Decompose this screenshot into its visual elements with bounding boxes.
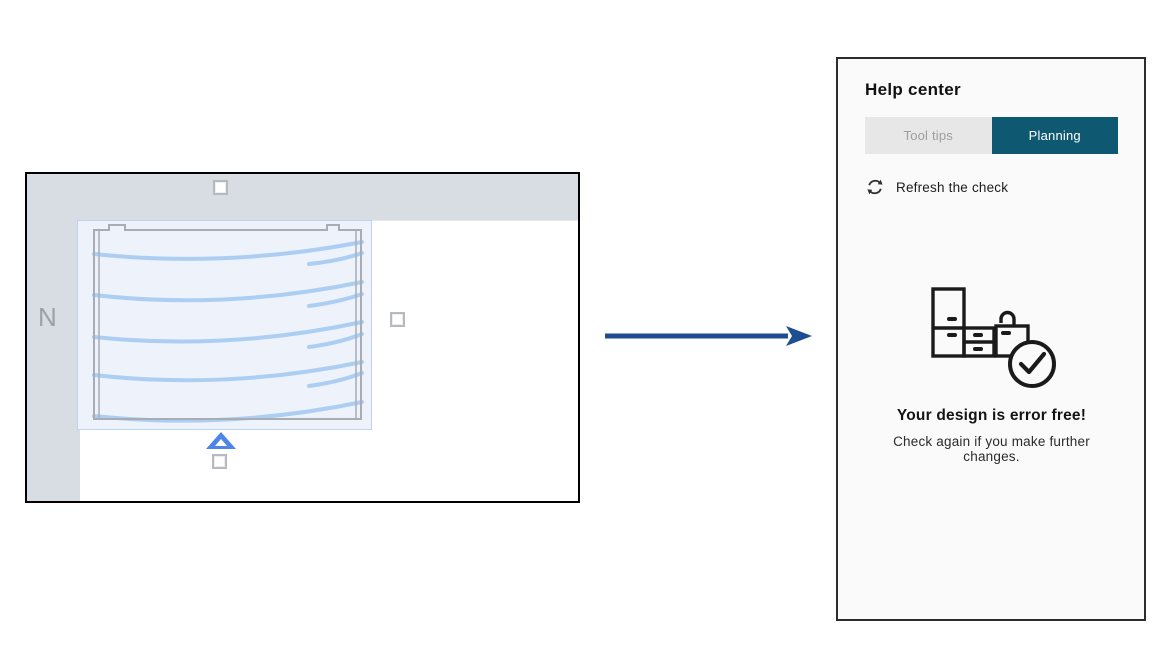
wall-left	[27, 174, 80, 501]
resize-handle-right[interactable]	[390, 312, 405, 327]
refresh-check-button[interactable]: Refresh the check	[865, 177, 1118, 197]
front-direction-marker[interactable]	[204, 430, 238, 452]
help-tabs: Tool tips Planning	[865, 117, 1118, 154]
selected-appliance[interactable]	[77, 220, 372, 430]
north-indicator: N	[38, 302, 57, 332]
help-center-panel: Help center Tool tips Planning Refresh t…	[836, 57, 1146, 621]
floor-plan-canvas[interactable]: N	[25, 172, 580, 503]
refresh-icon	[867, 179, 883, 195]
tab-planning[interactable]: Planning	[991, 117, 1118, 154]
selection-box	[77, 220, 372, 430]
appliance-outline	[93, 224, 362, 420]
tab-tool-tips[interactable]: Tool tips	[865, 117, 992, 154]
status-title: Your design is error free!	[896, 407, 1087, 424]
help-panel-title: Help center	[865, 80, 961, 99]
wall-top	[27, 174, 578, 221]
refresh-label: Refresh the check	[896, 179, 1009, 195]
resize-handle-bottom[interactable]	[212, 454, 227, 469]
kitchen-check-illustration	[930, 287, 1056, 388]
resize-handle-top[interactable]	[213, 180, 228, 195]
transition-arrow-icon	[605, 326, 812, 346]
status-subtitle: Check again if you make further changes.	[893, 434, 1090, 464]
